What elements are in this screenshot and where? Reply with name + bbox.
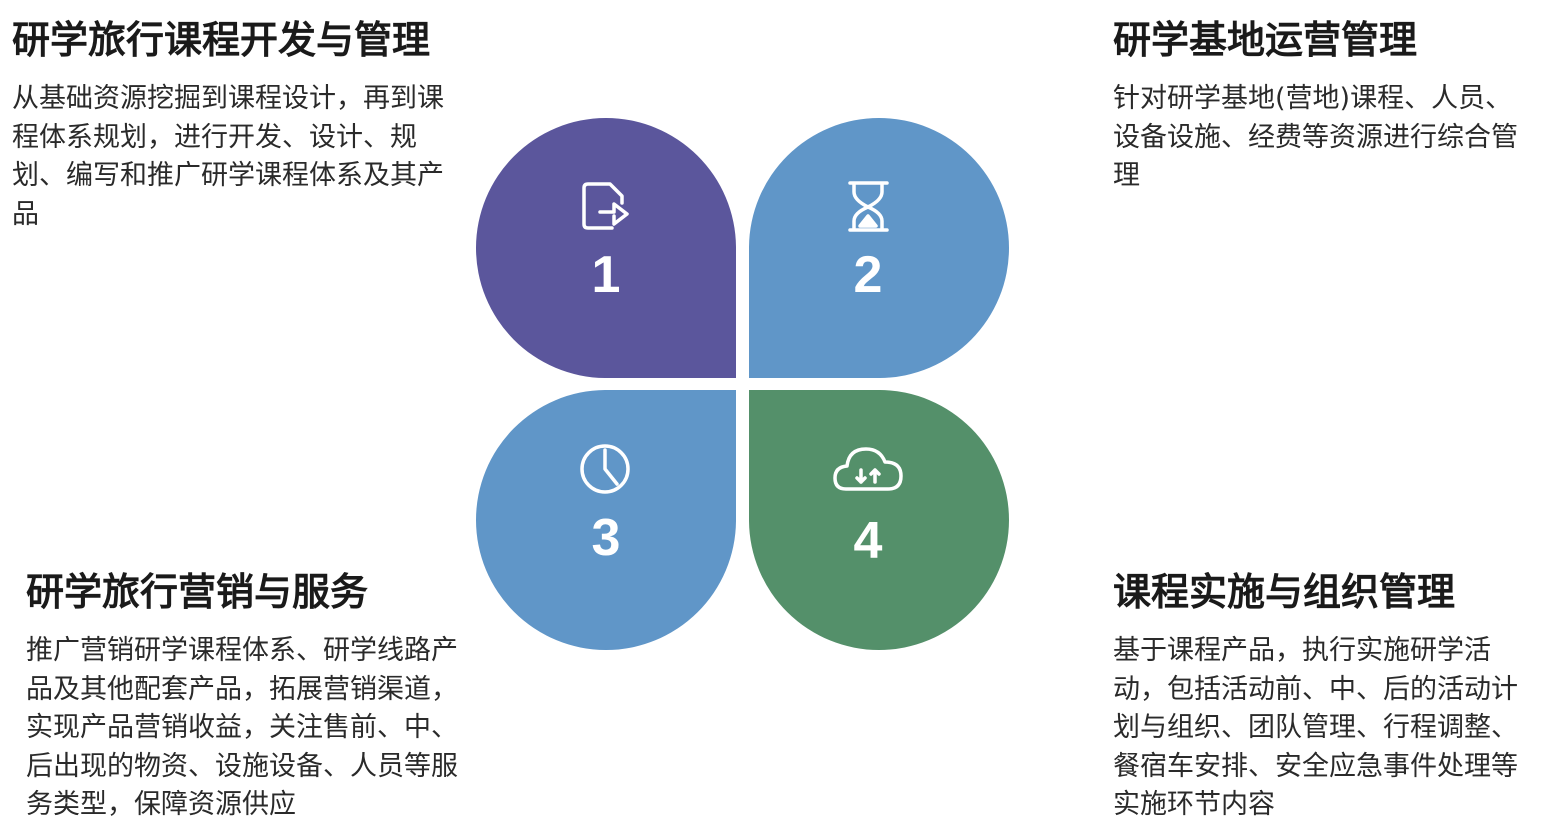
quadrant-1-description: 从基础资源挖掘到课程设计，再到课程体系规划，进行开发、设计、规划、编写和推广研学…	[12, 83, 444, 230]
quadrant-1-title: 研学旅行课程开发与管理	[12, 18, 431, 62]
hourglass-icon	[848, 181, 889, 232]
quadrant-2-description: 针对研学基地(营地)课程、人员、设备设施、经费等资源进行综合管理	[1113, 83, 1518, 191]
cloud-sync-icon	[833, 447, 903, 491]
petal-2-shape	[749, 118, 1009, 378]
quadrant-2-text: 研学基地运营管理 针对研学基地(营地)课程、人员、设备设施、经费等资源进行综合管…	[1113, 18, 1533, 196]
petal-4-number: 4	[854, 512, 883, 570]
petal-1-number: 1	[592, 246, 621, 304]
quadrant-2-title: 研学基地运营管理	[1113, 18, 1418, 62]
petal-2-number: 2	[854, 246, 883, 304]
quadrant-4-description: 基于课程产品，执行实施研学活动，包括活动前、中、后的活动计划与组织、团队管理、行…	[1113, 635, 1518, 820]
petal-3: 3	[476, 390, 736, 650]
petal-4-shape	[749, 390, 1009, 650]
petal-4: 4	[749, 390, 1009, 650]
petal-2: 2	[749, 118, 1009, 378]
quadrant-4-title: 课程实施与组织管理	[1113, 570, 1456, 614]
export-document-icon	[582, 182, 629, 230]
quadrant-4-text: 课程实施与组织管理 基于课程产品，执行实施研学活动，包括活动前、中、后的活动计划…	[1113, 570, 1533, 825]
clock-icon	[580, 444, 630, 494]
quadrant-1-text: 研学旅行课程开发与管理 从基础资源挖掘到课程设计，再到课程体系规划，进行开发、设…	[12, 18, 462, 234]
quadrant-3-text: 研学旅行营销与服务 推广营销研学课程体系、研学线路产品及其他配套产品，拓展营销渠…	[26, 570, 458, 825]
petal-1: 1	[476, 118, 736, 378]
petal-3-number: 3	[592, 509, 621, 567]
petal-3-shape	[476, 390, 736, 650]
petal-1-shape	[476, 118, 736, 378]
quadrant-3-description: 推广营销研学课程体系、研学线路产品及其他配套产品，拓展营销渠道，实现产品营销收益…	[26, 635, 458, 820]
quadrant-3-title: 研学旅行营销与服务	[26, 570, 369, 614]
